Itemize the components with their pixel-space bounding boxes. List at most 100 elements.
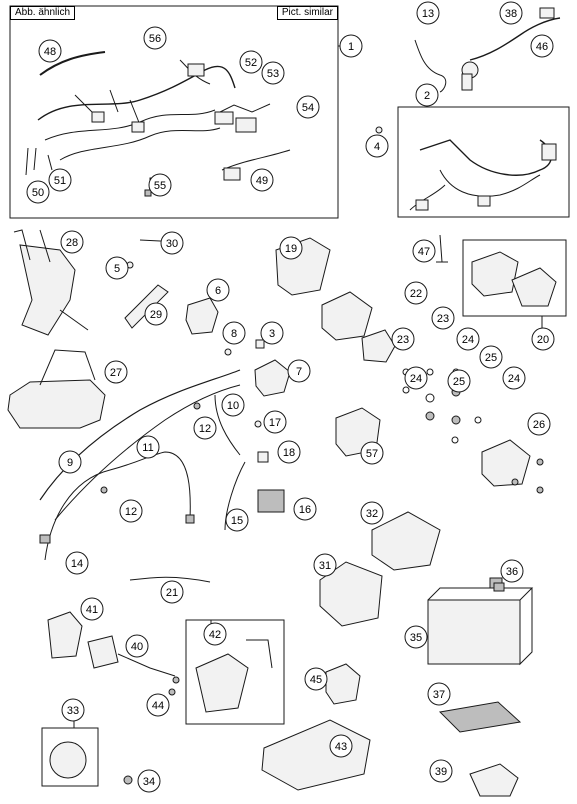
callout-31: 31	[313, 553, 337, 577]
callout-number: 16	[299, 504, 311, 516]
callout-51: 51	[48, 168, 72, 192]
callout-45: 45	[304, 667, 328, 691]
callout-44: 44	[146, 693, 170, 717]
callout-24: 24	[502, 366, 526, 390]
callout-number: 2	[424, 90, 430, 102]
callout-18: 18	[277, 440, 301, 464]
callout-number: 29	[150, 309, 162, 321]
callout-circle	[499, 1, 523, 25]
callout-circle	[296, 95, 320, 119]
callout-number: 24	[410, 373, 422, 385]
callout-number: 38	[505, 8, 517, 20]
callout-circle	[146, 693, 170, 717]
callout-circle	[221, 393, 245, 417]
callout-number: 11	[142, 442, 153, 454]
callout-number: 41	[86, 604, 98, 616]
callout-14: 14	[65, 551, 89, 575]
callout-24: 24	[404, 366, 428, 390]
callout-circle	[293, 497, 317, 521]
callout-circle	[48, 168, 72, 192]
callout-23: 23	[391, 327, 415, 351]
callout-20: 20	[531, 327, 555, 351]
callout-number: 12	[199, 423, 211, 435]
callout-3: 3	[260, 321, 284, 345]
callout-21: 21	[160, 580, 184, 604]
callout-number: 49	[256, 175, 268, 187]
callout-52: 52	[239, 50, 263, 74]
callout-13: 13	[416, 1, 440, 25]
callout-number: 42	[209, 629, 221, 641]
callout-30: 30	[160, 231, 184, 255]
callout-number: 50	[32, 187, 44, 199]
callout-11: 11	[136, 435, 160, 459]
callout-circle	[416, 1, 440, 25]
callout-circle	[412, 239, 436, 263]
callout-12: 12	[119, 499, 143, 523]
callout-circle	[225, 508, 249, 532]
callout-8: 8	[222, 321, 246, 345]
callout-number: 23	[437, 313, 449, 325]
callout-number: 25	[453, 376, 465, 388]
callout-number: 51	[54, 175, 66, 187]
callout-42: 42	[203, 622, 227, 646]
callout-55: 55	[148, 173, 172, 197]
callout-36: 36	[500, 559, 524, 583]
callout-circle	[58, 450, 82, 474]
callout-circle	[80, 597, 104, 621]
callout-2: 2	[415, 83, 439, 107]
callout-circle	[527, 412, 551, 436]
callout-circle	[193, 416, 217, 440]
callout-circle	[365, 134, 389, 158]
callout-number: 46	[536, 41, 548, 53]
callout-number: 39	[435, 766, 447, 778]
callout-15: 15	[225, 508, 249, 532]
callout-number: 6	[215, 285, 221, 297]
callout-circle	[119, 499, 143, 523]
pict-similar-tag-de: Abb. ähnlich	[10, 6, 76, 20]
callout-circle	[26, 180, 50, 204]
callout-circle	[404, 625, 428, 649]
callout-number: 18	[283, 447, 295, 459]
callout-number: 5	[114, 263, 120, 275]
callout-56: 56	[143, 26, 167, 50]
callout-number: 31	[319, 560, 331, 572]
callout-4: 4	[365, 134, 389, 158]
callout-34: 34	[137, 769, 161, 793]
callout-number: 22	[410, 288, 422, 300]
callout-16: 16	[293, 497, 317, 521]
callout-circle	[531, 327, 555, 351]
callout-57: 57	[360, 441, 384, 465]
callout-circle	[144, 302, 168, 326]
callout-number: 56	[149, 33, 161, 45]
callout-number: 48	[44, 46, 56, 58]
callout-6: 6	[206, 278, 230, 302]
callout-circle	[65, 551, 89, 575]
callout-7: 7	[287, 359, 311, 383]
callout-37: 37	[427, 682, 451, 706]
callout-circle	[404, 281, 428, 305]
callout-number: 12	[125, 506, 137, 518]
callout-number: 20	[537, 334, 549, 346]
callout-circle	[260, 321, 284, 345]
callout-39: 39	[429, 759, 453, 783]
callout-number: 4	[374, 141, 380, 153]
callout-circle	[415, 83, 439, 107]
callout-circle	[125, 634, 149, 658]
callout-5: 5	[105, 256, 129, 280]
callout-26: 26	[527, 412, 551, 436]
callout-53: 53	[261, 61, 285, 85]
callout-19: 19	[279, 236, 303, 260]
callout-circle	[304, 667, 328, 691]
callout-circle	[143, 26, 167, 50]
callout-46: 46	[530, 34, 554, 58]
callout-circle	[203, 622, 227, 646]
callout-number: 8	[231, 328, 237, 340]
callout-10: 10	[221, 393, 245, 417]
callout-number: 24	[462, 334, 474, 346]
callout-number: 26	[533, 419, 545, 431]
callout-circle	[104, 360, 128, 384]
bracket-kit-frame	[185, 619, 285, 725]
callout-circle	[329, 734, 353, 758]
callout-circle	[137, 769, 161, 793]
callout-50: 50	[26, 180, 50, 204]
